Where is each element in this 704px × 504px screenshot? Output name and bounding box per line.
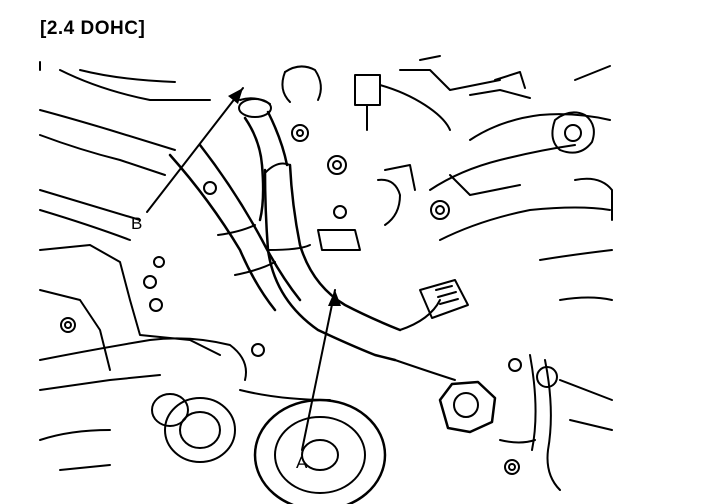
bolt-group <box>60 124 522 475</box>
arrowhead-b <box>228 88 243 104</box>
arrowhead-a <box>328 290 341 306</box>
coolant-pipe <box>168 143 302 312</box>
hose-b <box>238 97 289 222</box>
callout-label-a: A <box>296 453 308 472</box>
leader-line-b <box>146 87 244 213</box>
engine-block-left <box>39 244 247 471</box>
background-pipes <box>39 69 211 241</box>
frame-lines <box>39 61 611 81</box>
diagram-title: [2.4 DOHC] <box>40 18 146 39</box>
pulley-group <box>151 389 387 504</box>
leader-lines <box>146 87 336 451</box>
leader-arrowheads <box>228 88 341 306</box>
intake-manifold <box>429 111 613 301</box>
clamp-group <box>317 164 469 319</box>
hex-bolt <box>438 380 497 434</box>
callout-label-b: B <box>131 214 142 233</box>
leader-line-a <box>301 289 336 451</box>
top-fittings <box>281 55 531 131</box>
hose-a <box>263 162 456 381</box>
lower-right-parts <box>499 354 613 491</box>
